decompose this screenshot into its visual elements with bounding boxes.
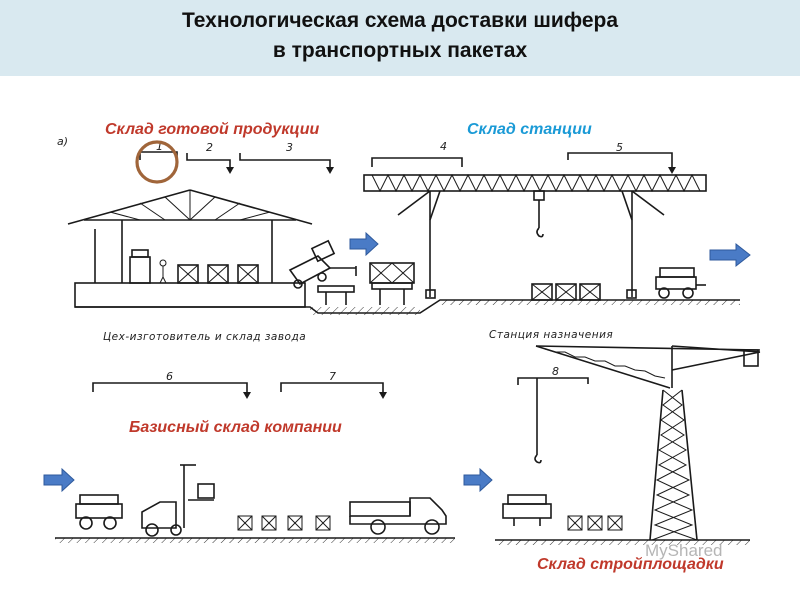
title-banner	[0, 0, 800, 76]
stage-bracket-5	[567, 152, 676, 174]
label-base-warehouse: Базисный склад компании	[129, 419, 342, 436]
stage-number-5: 5	[616, 141, 623, 154]
page-title-line-2: в транспортных пакетах	[272, 39, 528, 62]
stage-brackets-bottom: 6 7 8	[92, 365, 589, 464]
stage-number-4: 4	[440, 140, 447, 153]
ground-line-bottom-left	[55, 537, 455, 543]
rail-wagon-loading	[317, 262, 415, 305]
stage-bracket-7	[280, 382, 387, 399]
stage-1-highlight-circle	[135, 140, 179, 184]
truck-bottom-right	[502, 494, 552, 526]
ground-line-bottom-right	[495, 539, 750, 545]
stage-bracket-6	[92, 382, 251, 399]
flow-arrow-3	[43, 467, 75, 493]
tower-crane	[535, 345, 761, 541]
figure-marker: а)	[57, 135, 68, 148]
caption-workshop: Цех-изготовитель и склад завода	[103, 331, 307, 343]
gantry-crane	[363, 173, 707, 301]
flatbed-truck	[349, 497, 447, 535]
flow-arrows	[43, 231, 751, 493]
stage-bracket-8	[517, 377, 589, 464]
factory-warehouse-building	[67, 189, 313, 308]
watermark: MyShared	[645, 541, 723, 560]
flow-arrow-1	[349, 231, 379, 257]
stage-brackets-top: 1 2 3 4 5	[139, 140, 676, 174]
forklift-bottom	[141, 464, 215, 537]
stage-number-6: 6	[166, 370, 173, 383]
pallets-base-warehouse	[237, 515, 331, 531]
stage-bracket-4	[371, 157, 463, 167]
stage-number-8: 8	[552, 365, 559, 378]
flow-arrow-2	[709, 242, 751, 268]
stage-number-1: 1	[156, 140, 163, 153]
caption-destination-station: Станция назначения	[489, 329, 614, 341]
label-site-warehouse: Склад стройплощадки	[537, 556, 724, 573]
stage-bracket-1	[139, 151, 178, 160]
stage-bracket-3	[239, 153, 334, 174]
stage-bracket-2	[186, 153, 234, 174]
label-finished-goods-warehouse: Склад готовой продукции	[105, 121, 320, 138]
ground-line-top	[75, 299, 740, 315]
forklift-loading	[288, 239, 357, 289]
page-title-line-1: Технологическая схема доставки шифера	[181, 9, 619, 32]
stage-number-3: 3	[286, 141, 293, 154]
label-station-warehouse: Склад станции	[467, 121, 592, 138]
stage-number-7: 7	[329, 370, 336, 383]
stage-number-2: 2	[206, 141, 213, 154]
truck-bottom-left	[75, 494, 123, 530]
pallets-site	[567, 515, 623, 531]
truck-top-right	[655, 267, 706, 299]
flow-arrow-4	[463, 467, 493, 493]
